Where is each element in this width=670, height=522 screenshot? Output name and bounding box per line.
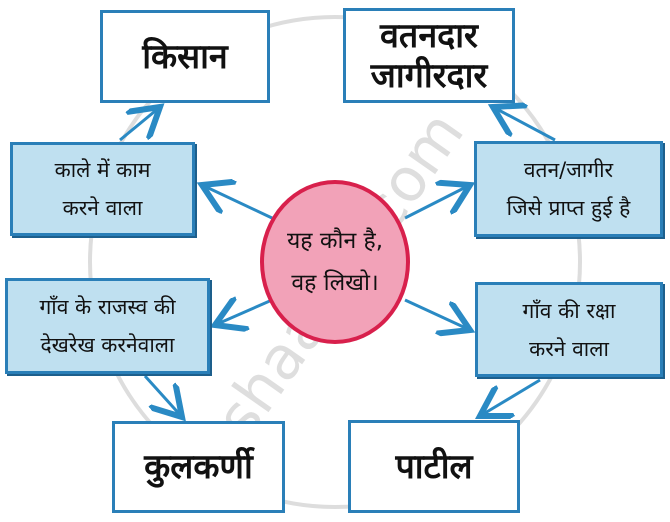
center-text: यह कौन है, — [286, 228, 384, 254]
arrow-to-lower-left — [215, 300, 273, 325]
answer-vatandar: वतनदार जागीरदार — [343, 8, 515, 103]
arrow-to-lower-right — [404, 298, 470, 330]
answer-kisan: किसान — [100, 10, 270, 103]
center-text: वह लिखो। — [291, 270, 379, 296]
watermark-ring — [88, 15, 582, 509]
clue-text: गाँव के राजस्व की — [39, 295, 176, 319]
clue-lower-right: गाँव की रक्षा करने वाला — [475, 282, 663, 377]
answer-text: किसान — [142, 36, 228, 77]
answer-text: वतनदार — [380, 15, 478, 56]
clue-text: देखरेख करनेवाला — [40, 333, 175, 357]
clue-text: काले में काम — [54, 158, 151, 182]
arrow-to-vatandar — [493, 107, 556, 142]
clue-upper-right: वतन/जागीर जिसे प्राप्त हुई है — [474, 141, 663, 237]
arrow-to-upper-right — [404, 185, 470, 220]
arrow-to-patil — [480, 378, 541, 416]
clue-upper-left: काले में काम करने वाला — [10, 142, 195, 236]
arrow-to-kulkarni — [143, 374, 182, 417]
center-question: यह कौन है, वह लिखो। — [260, 180, 410, 344]
clue-lower-left: गाँव के राजस्व की देखरेख करनेवाला — [5, 278, 210, 374]
clue-text: करने वाला — [529, 336, 609, 361]
clue-text: जिसे प्राप्त हुई है — [506, 196, 631, 220]
arrow-to-upper-left — [202, 185, 273, 220]
answer-patil: पाटील — [348, 420, 520, 513]
clue-text: करने वाला — [62, 196, 143, 220]
answer-text: कुलकर्णी — [144, 447, 253, 487]
answer-text: पाटील — [395, 446, 473, 487]
clue-text: वतन/जागीर — [523, 158, 614, 182]
answer-kulkarni: कुलकर्णी — [112, 421, 285, 513]
clue-text: गाँव की रक्षा — [522, 298, 616, 323]
answer-text: जागीरदार — [370, 55, 488, 96]
arrow-to-kisan — [119, 107, 160, 142]
